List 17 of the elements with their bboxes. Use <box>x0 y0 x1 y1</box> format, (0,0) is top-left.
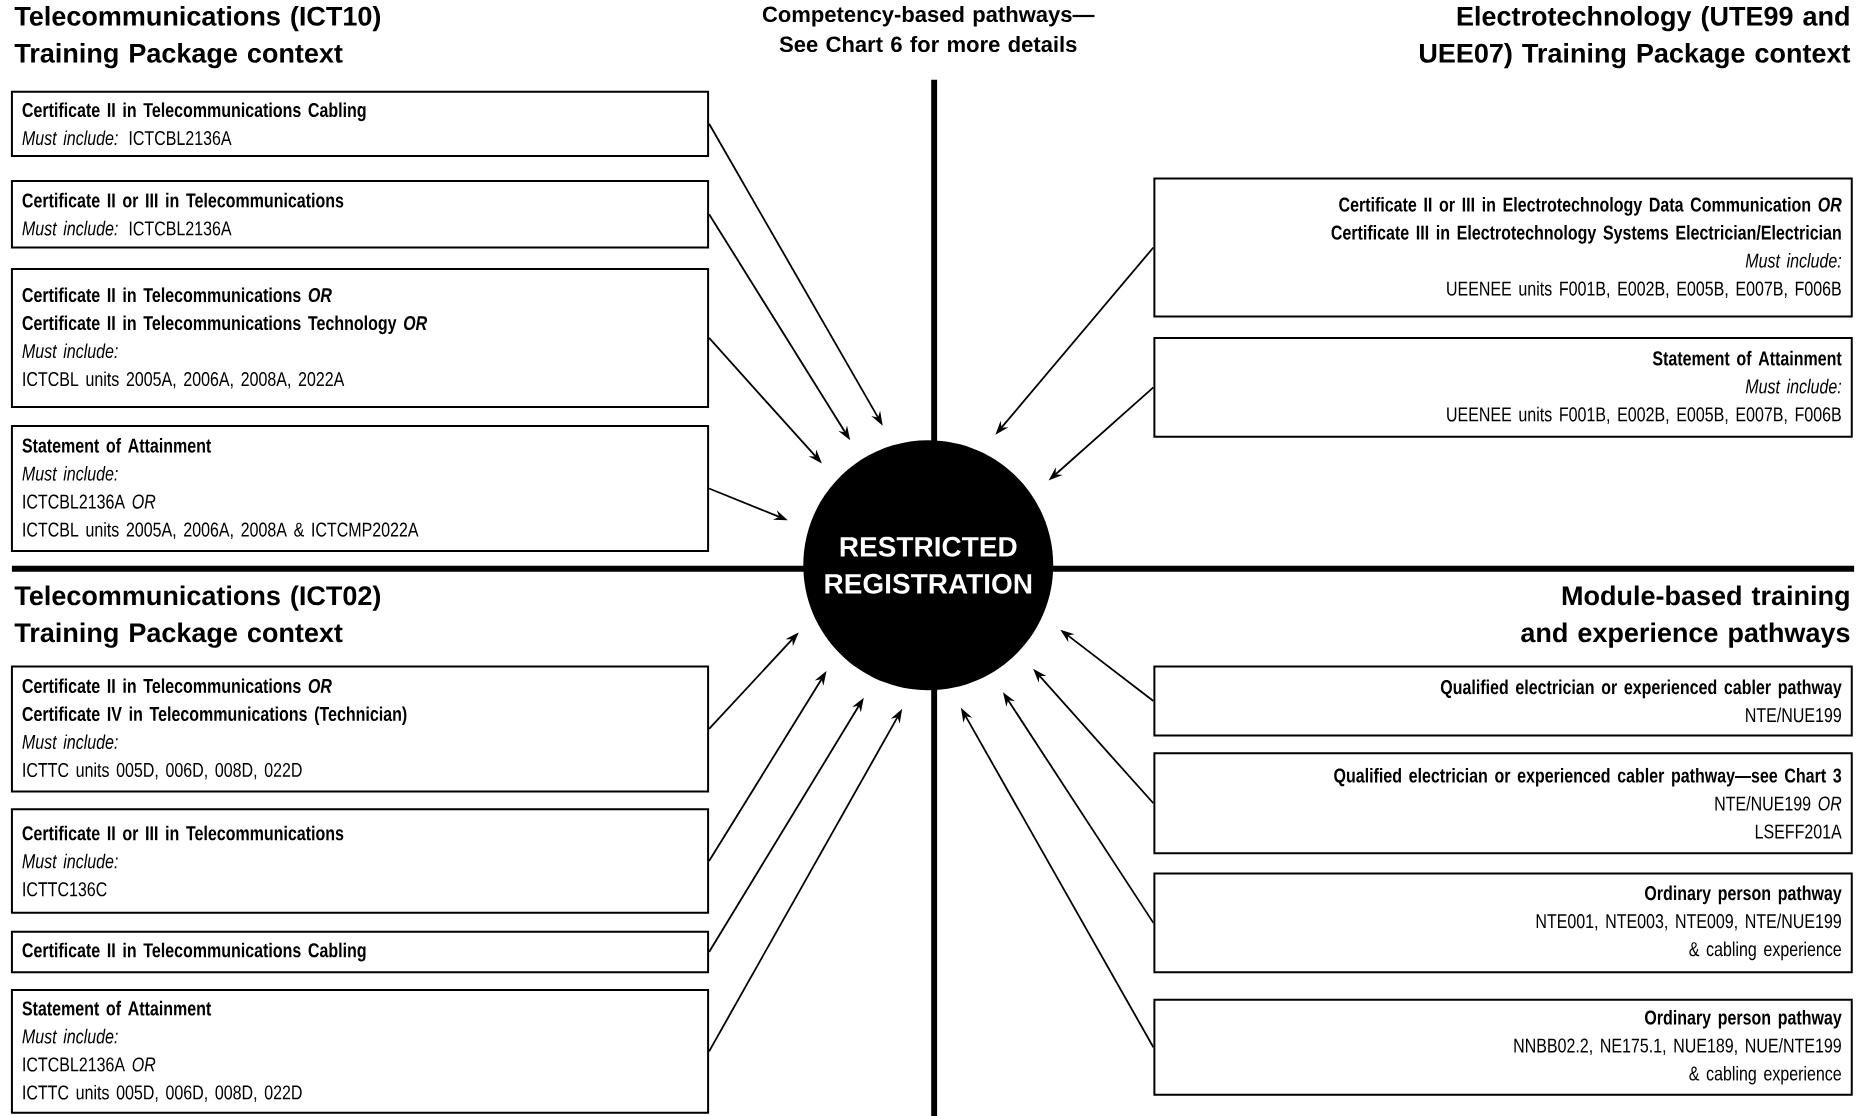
pathway-box: Ordinary person pathway NNBB02.2, NE175.1, NUE189, NUE/NTE199 & cabling experience <box>1153 998 1853 1096</box>
pathway-box: Certificate II or III in Telecommunications Must include: ICTTC136C <box>10 808 710 914</box>
pathway-box: Statement of Attainment Must include: UEENEE units F001B, E002B, E005B, E007B, F006B <box>1153 336 1853 438</box>
pathway-box: Certificate II in Telecommunications Cabling <box>10 930 710 974</box>
pathway-box: Ordinary person pathway NTE001, NTE003, NTE009, NTE/NUE199 & cabling experience <box>1153 872 1853 974</box>
pathway-box: Statement of Attainment Must include: ICTCBL2136A OR ICTTC units 005D, 006D, 008D, 022D <box>10 989 710 1114</box>
pathway-box: Qualified electrician or experienced cabler pathway NTE/NUE199 <box>1153 665 1853 737</box>
section-heading: Electrotechnology (UTE99 and UEE07) Training Package context <box>1420 5 1851 69</box>
note-text: Competency-based pathways— See Chart 6 for more details <box>762 5 1095 52</box>
pathway-box: Certificate II or III in Telecommunications Must include: ICTCBL2136A <box>10 179 710 249</box>
pathway-box: Certificate II in Telecommunications OR Certificate II in Telecommunications Technology OR Must include: ICTCBL units 2005A, 2006A, 2008A, 2022A <box>10 267 710 408</box>
pathway-box: Certificate II in Telecommunications OR Certificate IV in Telecommunications (Technician) Must include: ICTTC units 005D, 006D, 008D, 022D <box>10 665 710 793</box>
pathway-box: Statement of Attainment Must include: ICTCBL2136A OR ICTCBL units 2005A, 2006A, 2008A & ICTCMP2022A <box>10 424 710 552</box>
pathway-box: Qualified electrician or experienced cabler pathway—see Chart 3 NTE/NUE199 OR LSEFF201A <box>1153 752 1853 855</box>
pathway-box: Certificate II or III in Electrotechnology Data Communication OR Certificate III in Electrotechnology Systems Electrician/Electrician Must include: UEENEE units F001B, E002B, E005B, E007B, F006B <box>1153 177 1853 318</box>
section-heading: Telecommunications (ICT02) Training Package context <box>14 585 381 648</box>
pathway-box: Certificate II in Telecommunications Cabling Must include: ICTCBL2136A <box>10 90 710 157</box>
